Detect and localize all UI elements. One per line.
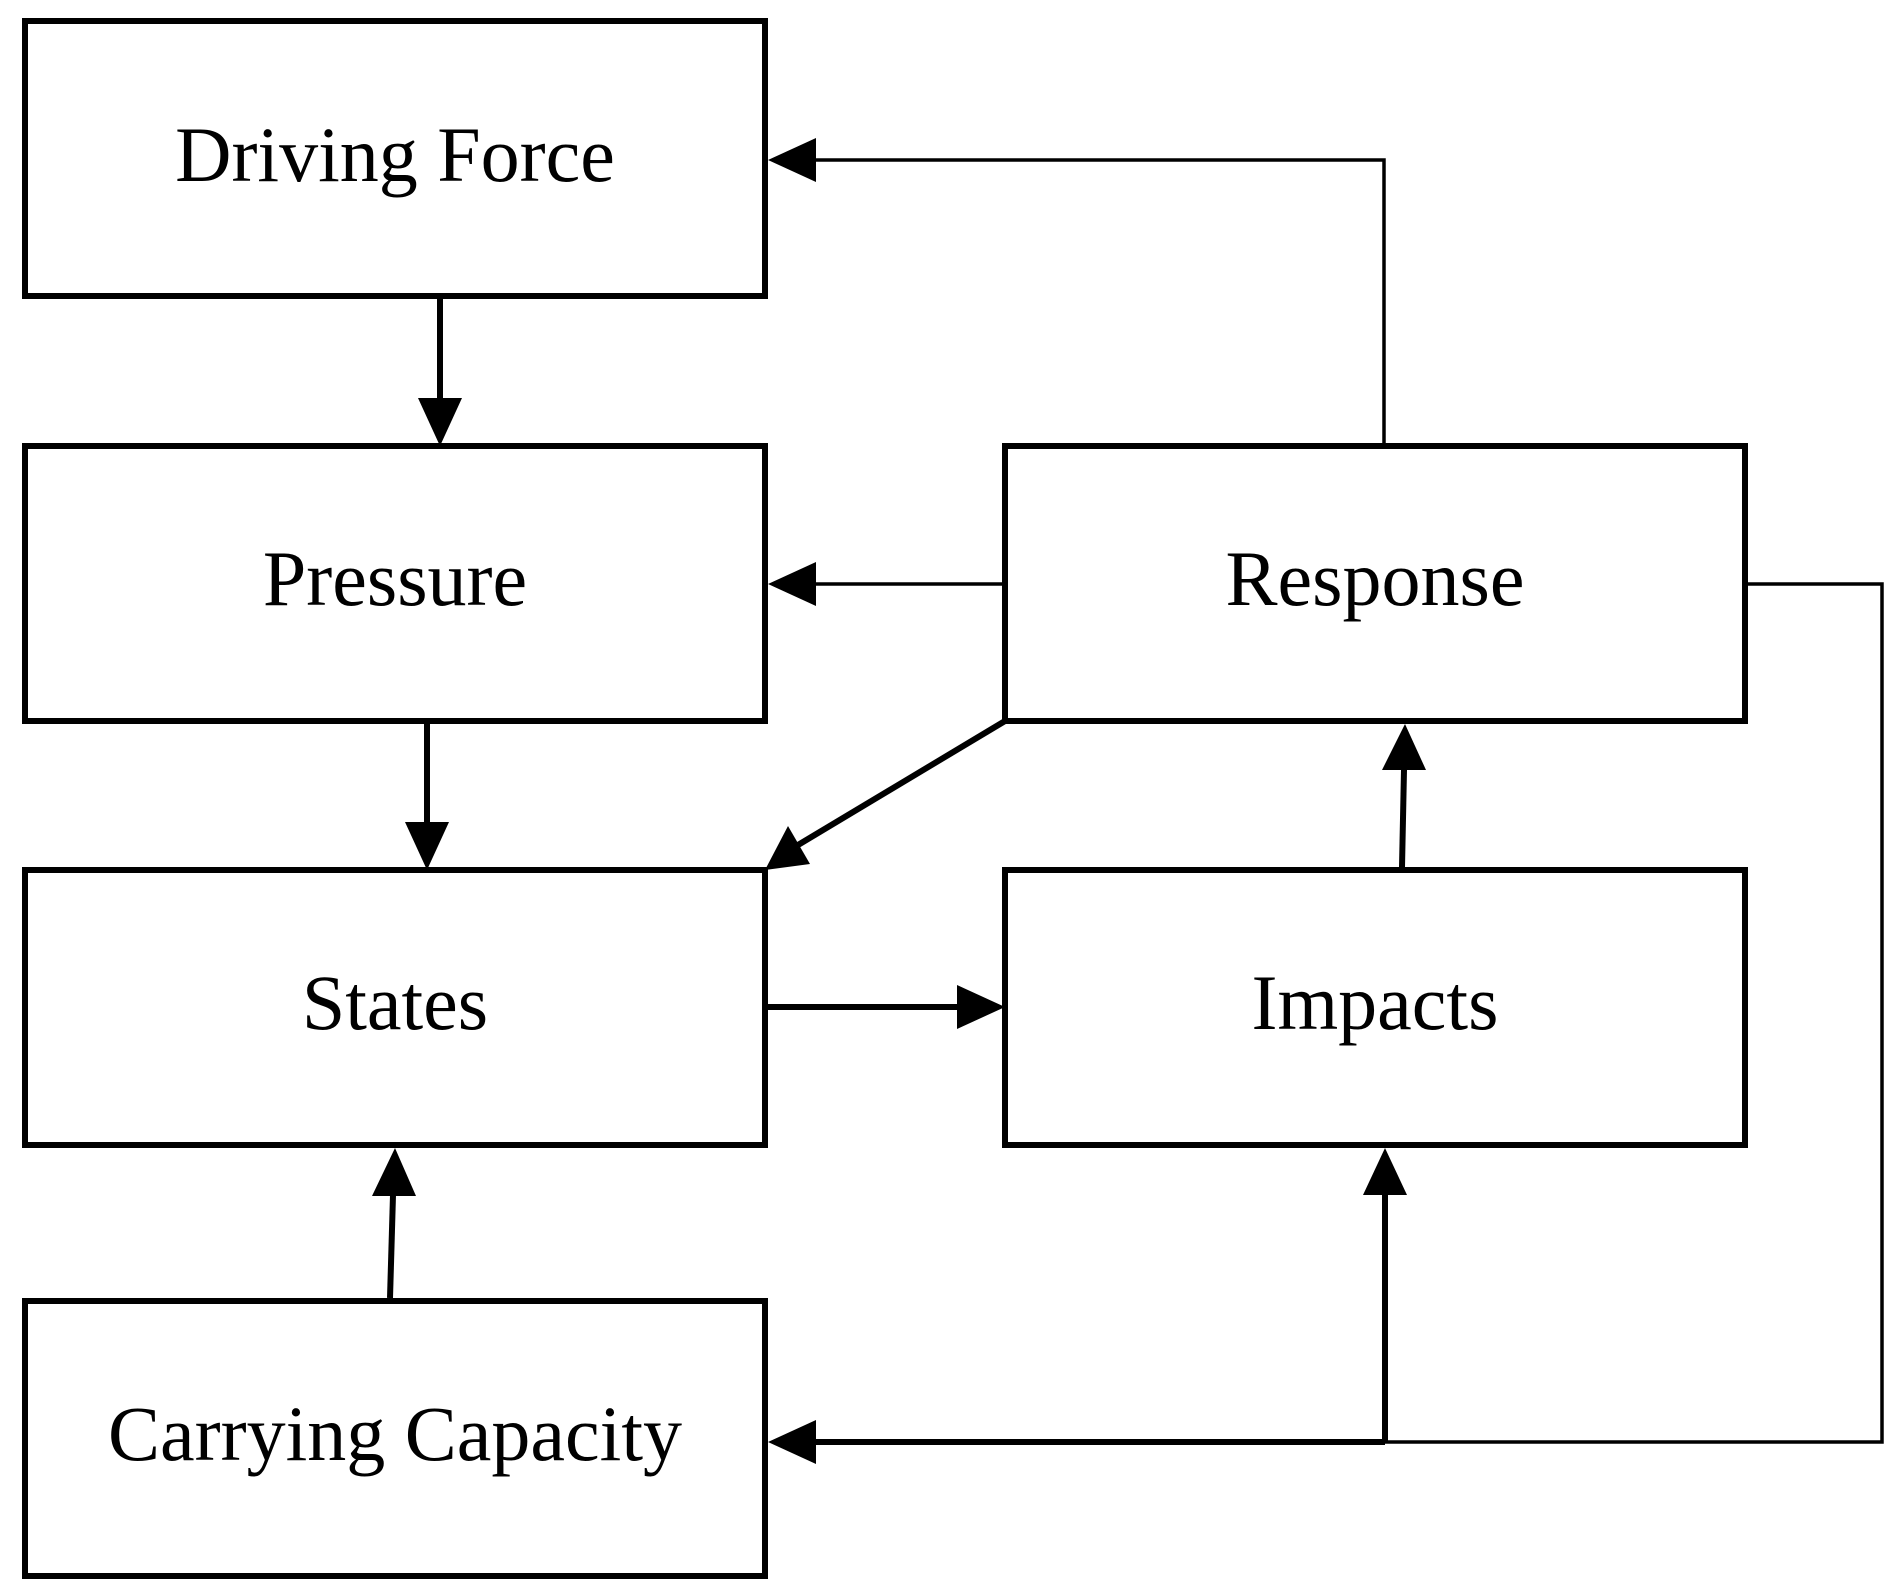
node-driving-force-label: Driving Force: [175, 111, 615, 198]
node-impacts-label: Impacts: [1252, 959, 1499, 1046]
node-states-label: States: [302, 959, 488, 1046]
node-states: States: [22, 867, 768, 1148]
edge-line: [387, 1194, 396, 1299]
node-carrying-capacity: Carrying Capacity: [22, 1298, 768, 1579]
edge-driving-force-to-pressure: [418, 299, 462, 446]
node-carrying-capacity-label: Carrying Capacity: [108, 1390, 682, 1477]
edge-response-to-impacts: [1363, 1148, 1407, 1442]
edge-carrying-capacity-to-states: [372, 1148, 416, 1299]
node-pressure: Pressure: [22, 443, 768, 724]
edge-line-loop: [1385, 582, 1884, 1444]
arrowhead: [1382, 724, 1426, 770]
node-pressure-label: Pressure: [263, 535, 527, 622]
edge-pressure-to-states: [405, 724, 449, 870]
edge-response-to-carrying-capacity: [768, 582, 1884, 1464]
arrowhead: [768, 1420, 816, 1464]
edge-impacts-to-response: [1382, 724, 1426, 868]
node-response-label: Response: [1226, 535, 1525, 622]
edge-states-to-impacts: [768, 985, 1005, 1029]
arrowhead: [768, 138, 816, 182]
edge-line: [796, 718, 1007, 848]
edge-response-to-driving-force: [768, 138, 1386, 443]
node-impacts: Impacts: [1002, 867, 1748, 1148]
node-response: Response: [1002, 443, 1748, 724]
arrowhead: [405, 822, 449, 870]
arrowhead: [765, 826, 810, 870]
edge-response-to-states: [765, 718, 1007, 870]
arrowhead: [768, 562, 816, 606]
edge-line: [1399, 769, 1407, 868]
arrowhead: [418, 398, 462, 446]
edge-line: [814, 158, 1386, 443]
arrowhead: [372, 1148, 416, 1196]
node-driving-force: Driving Force: [22, 18, 768, 299]
arrowhead: [1363, 1148, 1407, 1195]
edge-response-to-pressure: [768, 562, 1005, 606]
arrowhead: [957, 985, 1005, 1029]
